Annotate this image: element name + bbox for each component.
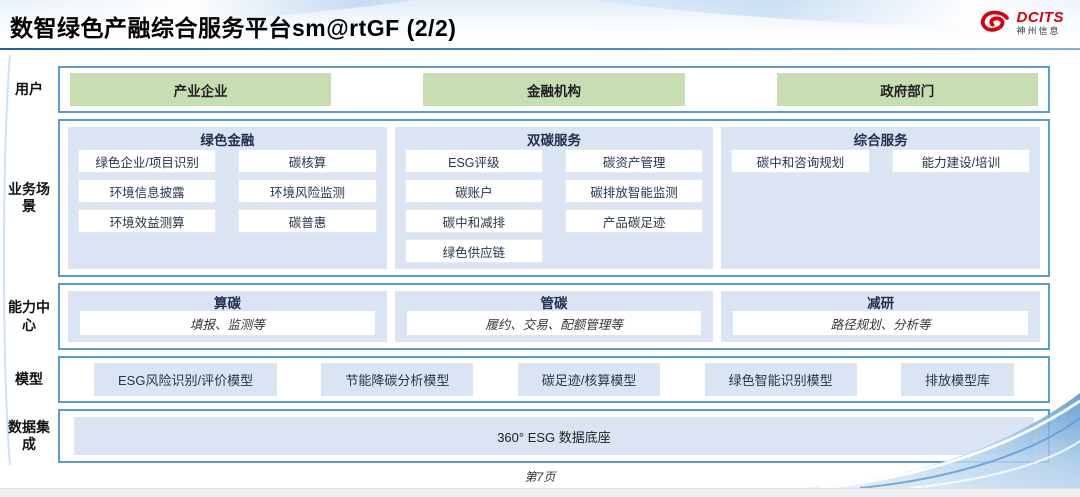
- scenario-item: 碳排放智能监测: [565, 179, 704, 203]
- capability-title: 管碳: [540, 296, 568, 311]
- title-underline: [0, 48, 1080, 50]
- data-integration-box: 360° ESG 数据底座: [58, 409, 1050, 463]
- scenario-item: 碳资产管理: [565, 149, 704, 173]
- page-number: 第7页: [524, 470, 556, 484]
- architecture-diagram: 用户 产业企业 金融机构 政府部门 业务场景 绿色金融 绿色企业/项目识别 碳核…: [0, 66, 1080, 469]
- row-users: 用户 产业企业 金融机构 政府部门: [0, 66, 1080, 113]
- dcits-logo: DCITS 神州信息: [978, 10, 1065, 36]
- scenario-item: 绿色供应链: [404, 239, 543, 263]
- row-label-data-integration: 数据集成: [8, 418, 50, 453]
- model-chip: ESG风险识别/评价模型: [94, 363, 278, 396]
- scenario-item: 能力建设/培训: [891, 149, 1031, 173]
- group-title: 绿色金融: [200, 133, 255, 148]
- user-chip: 政府部门: [776, 73, 1038, 106]
- models-box: ESG风险识别/评价模型 节能降碳分析模型 碳足迹/核算模型 绿色智能识别模型 …: [58, 356, 1050, 403]
- logo-company: 神州信息: [1016, 26, 1061, 36]
- scenario-item: 绿色企业/项目识别: [78, 149, 217, 173]
- page-title: 数智绿色产融综合服务平台sm@rtGF (2/2): [10, 15, 457, 41]
- model-chip: 节能降碳分析模型: [321, 363, 474, 396]
- group-comprehensive: 综合服务 碳中和咨询规划 能力建设/培训: [721, 127, 1041, 269]
- model-chip: 排放模型库: [900, 363, 1014, 396]
- user-chip: 产业企业: [70, 73, 332, 106]
- dcits-swirl-icon: [978, 10, 1012, 36]
- scenario-item: 碳账户: [404, 179, 543, 203]
- row-data-integration: 数据集成 360° ESG 数据底座: [0, 409, 1080, 463]
- user-chip: 金融机构: [423, 73, 685, 106]
- row-capabilities: 能力中心 算碳 填报、监测等 管碳 履约、交易、配额管理等 减研 路径规划、分析…: [0, 283, 1080, 350]
- scenario-item: 环境效益测算: [78, 209, 217, 233]
- capability-desc: 填报、监测等: [80, 311, 375, 335]
- group-dual-carbon: 双碳服务 ESG评级 碳资产管理 碳账户 碳排放智能监测 碳中和减排 产品碳足迹…: [394, 127, 714, 269]
- row-scenarios: 业务场景 绿色金融 绿色企业/项目识别 碳核算 环境信息披露 环境风险监测 环境…: [0, 119, 1080, 277]
- group-grid: 绿色企业/项目识别 碳核算 环境信息披露 环境风险监测 环境效益测算 碳普惠: [78, 149, 377, 263]
- dcits-logo-text: DCITS 神州信息: [1017, 10, 1065, 36]
- scenario-item: 碳普惠: [238, 209, 377, 233]
- capability-reduce-research: 减研 路径规划、分析等: [721, 291, 1041, 342]
- scenario-item: ESG评级: [404, 149, 543, 173]
- logo-brand: DCITS: [1016, 9, 1064, 26]
- group-title: 双碳服务: [527, 133, 581, 148]
- slide-header: 数智绿色产融综合服务平台sm@rtGF (2/2) DCITS 神州信息: [0, 0, 1080, 50]
- row-label-scenarios: 业务场景: [8, 180, 50, 215]
- row-label-models: 模型: [15, 370, 43, 387]
- scenario-item: 产品碳足迹: [565, 209, 704, 233]
- model-chip: 绿色智能识别模型: [704, 363, 857, 396]
- bottom-gray-bar: [0, 488, 1080, 497]
- row-models: 模型 ESG风险识别/评价模型 节能降碳分析模型 碳足迹/核算模型 绿色智能识别…: [0, 356, 1080, 403]
- users-box: 产业企业 金融机构 政府部门: [58, 66, 1050, 113]
- capability-desc: 履约、交易、配额管理等: [406, 311, 702, 335]
- scenario-item: 环境风险监测: [238, 179, 377, 203]
- scenario-item: 碳核算: [238, 149, 377, 173]
- scenarios-box: 绿色金融 绿色企业/项目识别 碳核算 环境信息披露 环境风险监测 环境效益测算 …: [58, 119, 1050, 277]
- capability-title: 算碳: [213, 296, 241, 311]
- capability-title: 减研: [867, 296, 895, 311]
- group-green-finance: 绿色金融 绿色企业/项目识别 碳核算 环境信息披露 环境风险监测 环境效益测算 …: [68, 127, 387, 269]
- row-label-users: 用户: [15, 80, 43, 97]
- capability-manage-carbon: 管碳 履约、交易、配额管理等: [394, 291, 714, 342]
- left-curve-decor: [3, 55, 11, 465]
- scenario-item: 环境信息披露: [78, 179, 217, 203]
- capabilities-box: 算碳 填报、监测等 管碳 履约、交易、配额管理等 减研 路径规划、分析等: [58, 283, 1050, 350]
- capability-desc: 路径规划、分析等: [733, 311, 1029, 335]
- group-title: 综合服务: [853, 133, 908, 148]
- group-grid: 碳中和咨询规划 能力建设/培训: [731, 149, 1031, 263]
- model-chip: 碳足迹/核算模型: [517, 363, 661, 396]
- data-base-chip: 360° ESG 数据底座: [74, 417, 1034, 455]
- row-label-capabilities: 能力中心: [8, 299, 50, 333]
- scenario-item: 碳中和咨询规划: [731, 149, 870, 173]
- corner-swoosh-decor: [800, 393, 1080, 488]
- scenario-item: 碳中和减排: [404, 209, 543, 233]
- capability-calc-carbon: 算碳 填报、监测等: [68, 291, 387, 342]
- group-grid: ESG评级 碳资产管理 碳账户 碳排放智能监测 碳中和减排 产品碳足迹 绿色供应…: [404, 149, 704, 263]
